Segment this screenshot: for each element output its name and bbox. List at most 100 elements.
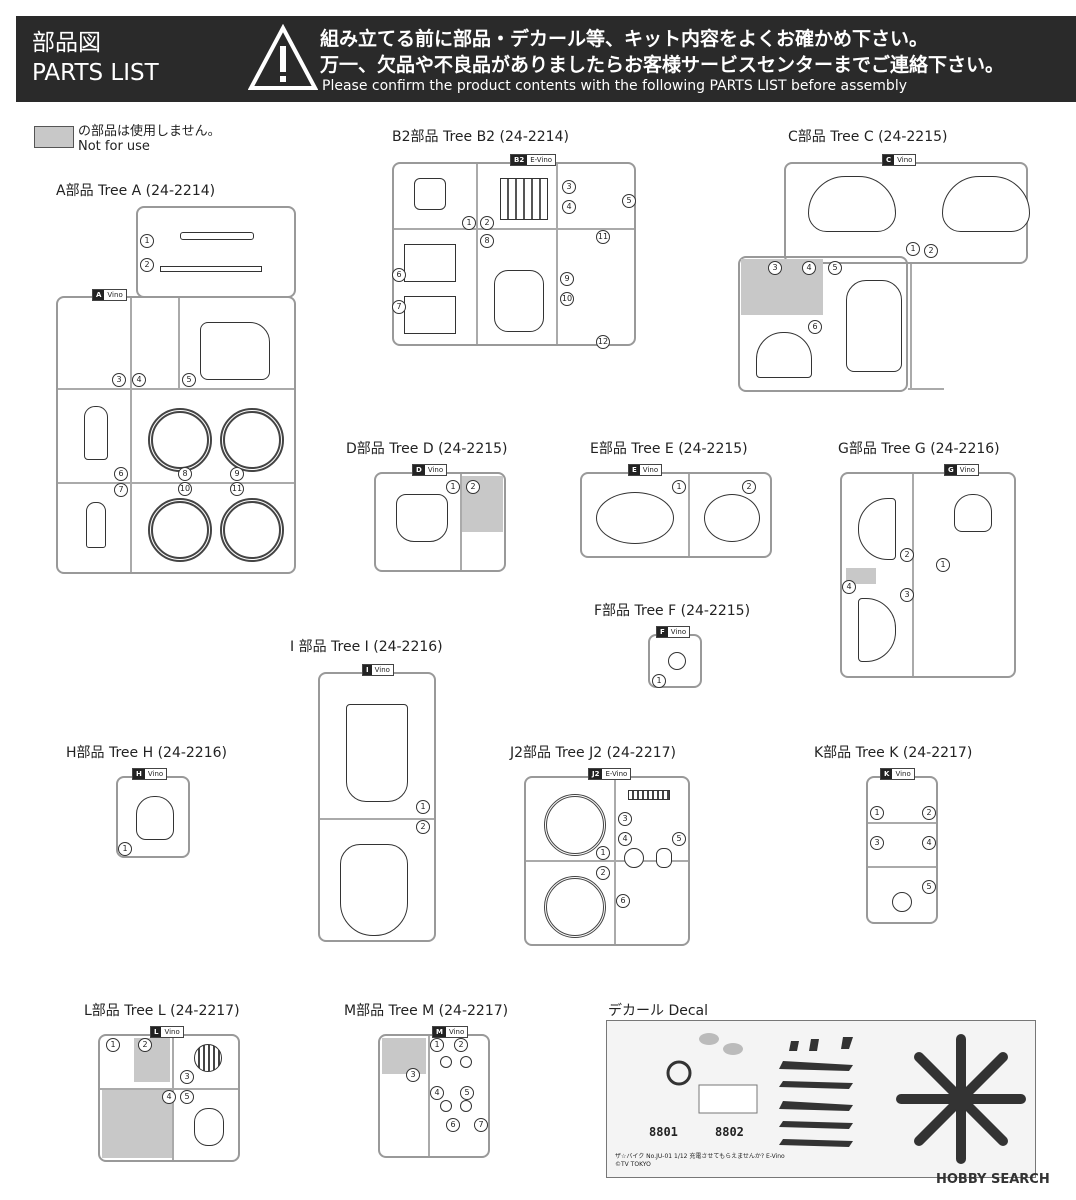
part-number: 4 [430, 1086, 444, 1100]
decal-sheet: 8801 8802 ザ☆バイク No.JU-01 1/12 充電させてもらえませ… [606, 1020, 1036, 1178]
notice-jp-1: 組み立てる前に部品・デカール等、キット内容をよくお確かめ下さい。 [320, 28, 929, 50]
part-number: 3 [768, 261, 782, 275]
part-number: 5 [828, 261, 842, 275]
part-number: 1 [118, 842, 132, 856]
header-banner: 部品図 PARTS LIST 組み立てる前に部品・デカール等、キット内容をよくお… [16, 16, 1076, 102]
tree-f-title: F部品 Tree F (24-2215) [594, 603, 751, 619]
part-number: 5 [622, 194, 636, 208]
notice-en: Please confirm the product contents with… [322, 78, 907, 94]
part-number: 11 [596, 230, 610, 244]
tree-g-title: G部品 Tree G (24-2216) [838, 441, 1000, 457]
part-number: 6 [446, 1118, 460, 1132]
part-number: 1 [416, 800, 430, 814]
part-number: 9 [560, 272, 574, 286]
part-number: 2 [922, 806, 936, 820]
watermark: HOBBY SEARCH [936, 1172, 1050, 1187]
part-number: 3 [112, 373, 126, 387]
tree-c-title: C部品 Tree C (24-2215) [788, 129, 948, 145]
decal-copyright: ©TV TOKYO [615, 1161, 651, 1168]
decal-title: デカール Decal [608, 1003, 709, 1019]
part-number: 3 [900, 588, 914, 602]
tree-d-title: D部品 Tree D (24-2215) [346, 441, 508, 457]
tree-l-title: L部品 Tree L (24-2217) [84, 1003, 240, 1019]
tree-h-title: H部品 Tree H (24-2216) [66, 745, 227, 761]
part-number: 1 [596, 846, 610, 860]
part-number: 2 [596, 866, 610, 880]
part-number: 8 [480, 234, 494, 248]
part-number: 4 [802, 261, 816, 275]
tree-j2-title: J2部品 Tree J2 (24-2217) [510, 745, 677, 761]
part-number: 6 [392, 268, 406, 282]
part-number: 8 [178, 467, 192, 481]
part-number: 5 [922, 880, 936, 894]
tree-e-title: E部品 Tree E (24-2215) [590, 441, 748, 457]
tree-b2-title: B2部品 Tree B2 (24-2214) [392, 129, 569, 145]
part-number: 1 [446, 480, 460, 494]
part-number: 1 [936, 558, 950, 572]
part-number: 5 [182, 373, 196, 387]
part-number: 6 [114, 467, 128, 481]
part-number: 3 [562, 180, 576, 194]
part-number: 4 [562, 200, 576, 214]
part-number: 3 [180, 1070, 194, 1084]
tree-a-title: A部品 Tree A (24-2214) [56, 183, 216, 199]
part-number: 6 [808, 320, 822, 334]
part-number: 1 [906, 242, 920, 256]
part-number: 2 [480, 216, 494, 230]
part-number: 2 [924, 244, 938, 258]
part-number: 4 [922, 836, 936, 850]
title-en: PARTS LIST [32, 60, 159, 86]
legend-en: Not for use [78, 139, 150, 154]
title-jp: 部品図 [32, 30, 101, 56]
notice-jp-2: 万一、欠品や不良品がありましたらお客様サービスセンターまでご連絡下さい。 [320, 54, 1005, 76]
part-number: 4 [618, 832, 632, 846]
part-number: 4 [842, 580, 856, 594]
part-number: 7 [474, 1118, 488, 1132]
part-number: 1 [140, 234, 154, 248]
header-title: 部品図 PARTS LIST [32, 28, 159, 88]
part-number: 2 [900, 548, 914, 562]
part-number: 9 [230, 467, 244, 481]
part-number: 6 [616, 894, 630, 908]
part-number: 10 [560, 292, 574, 306]
part-number: 2 [138, 1038, 152, 1052]
part-number: 12 [596, 335, 610, 349]
part-number: 4 [132, 373, 146, 387]
part-number: 7 [114, 483, 128, 497]
decal-footer: ザ☆バイク No.JU-01 1/12 充電させてもらえませんか? E-Vino [615, 1153, 785, 1160]
part-number: 5 [180, 1090, 194, 1104]
part-number: 2 [140, 258, 154, 272]
part-number: 2 [454, 1038, 468, 1052]
decal-plate-2: 8802 [715, 1125, 744, 1139]
part-number: 3 [406, 1068, 420, 1082]
part-number: 3 [618, 812, 632, 826]
legend-swatch [34, 126, 74, 148]
part-number: 3 [870, 836, 884, 850]
part-number: 1 [672, 480, 686, 494]
part-number: 5 [672, 832, 686, 846]
part-number: 1 [462, 216, 476, 230]
part-number: 1 [870, 806, 884, 820]
decal-plate-1: 8801 [649, 1125, 678, 1139]
part-number: 10 [178, 482, 192, 496]
part-number: 2 [416, 820, 430, 834]
part-number: 7 [392, 300, 406, 314]
tree-i-title: I 部品 Tree I (24-2216) [290, 639, 443, 655]
part-number: 5 [460, 1086, 474, 1100]
tree-k-title: K部品 Tree K (24-2217) [814, 745, 973, 761]
part-number: 1 [652, 674, 666, 688]
part-number: 2 [742, 480, 756, 494]
decal-artwork-icon [666, 1033, 1026, 1164]
part-number: 11 [230, 482, 244, 496]
warning-triangle-icon [248, 24, 318, 90]
tree-m-title: M部品 Tree M (24-2217) [344, 1003, 509, 1019]
